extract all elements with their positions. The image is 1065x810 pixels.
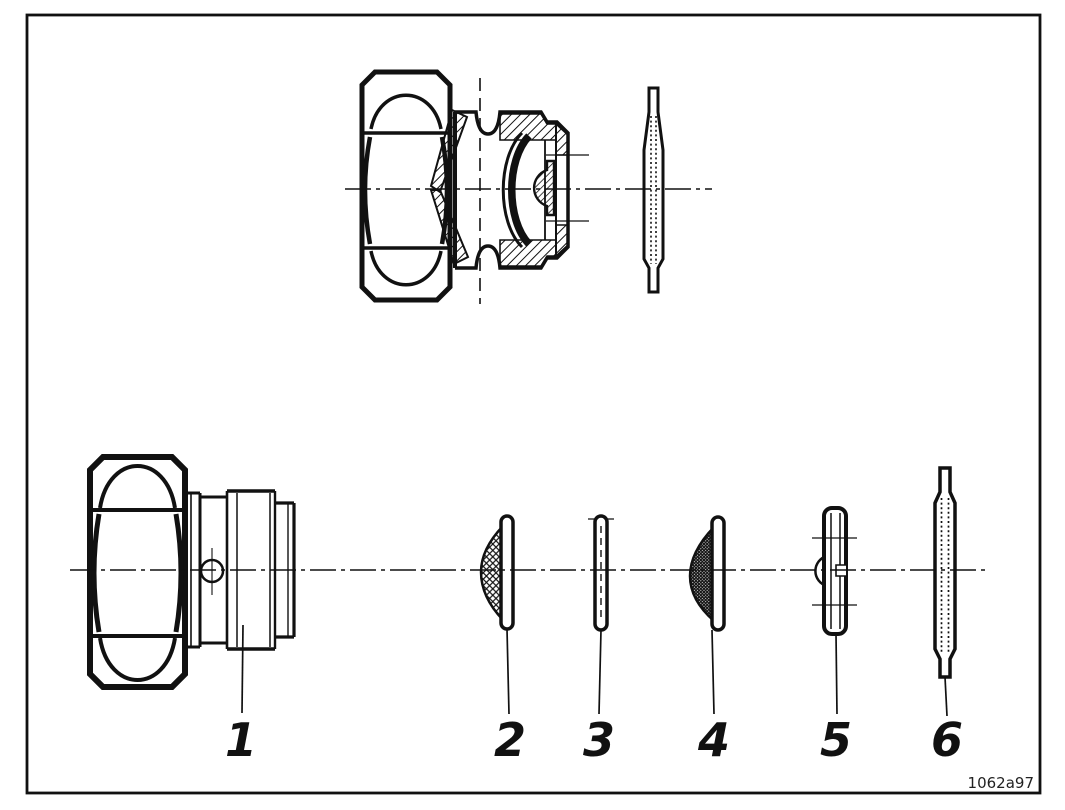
body-outline: [455, 110, 570, 270]
leader-line-3: [598, 629, 602, 715]
leader-line-6: [944, 676, 948, 717]
screen-rim: [710, 515, 726, 632]
screen-dome: [688, 523, 716, 624]
leader-line-5: [835, 633, 838, 715]
part-label-3: 3: [583, 713, 615, 767]
hex-outline: [87, 454, 188, 690]
filter-screen-section: [508, 133, 532, 247]
screen-rim: [499, 514, 515, 631]
valve-body-section: [455, 110, 589, 270]
part-5-valve-insert: [812, 506, 857, 636]
part-label-1: 1: [225, 713, 257, 767]
hex-nut-outline: [359, 69, 453, 303]
hex-face-arc: [98, 637, 177, 682]
seal-washer-assembled: [642, 86, 665, 294]
leader-line-1: [241, 624, 244, 714]
poppet-dome-section: [532, 159, 556, 217]
screen-outer-arc: [501, 131, 524, 249]
leader-line-2: [506, 628, 510, 715]
part-6-seal-washer: [933, 466, 957, 679]
hex-face-arc: [173, 513, 184, 633]
washer-outline: [642, 86, 665, 294]
part-label-5: 5: [820, 713, 852, 767]
part-label-6: 6: [931, 713, 963, 767]
exploded-view: 1 2 3 4 5 6: [70, 454, 985, 767]
hex-face-arc: [369, 93, 443, 130]
hex-face-arc: [369, 250, 443, 287]
part-label-4: 4: [697, 713, 730, 767]
leader-line-4: [711, 629, 715, 715]
hex-face-arc: [362, 136, 373, 245]
assembled-view: [345, 69, 712, 304]
hex-face-arc: [91, 513, 102, 633]
frame-border: [25, 13, 1042, 795]
cone-lower-wall: [429, 189, 470, 266]
part-4-filter-screen-fine: [688, 515, 726, 632]
screen-dome: [479, 522, 505, 624]
hex-face-arc: [98, 464, 177, 509]
washer-outline: [933, 466, 957, 679]
union-cone-section: [429, 108, 470, 266]
reference-code: 1062a97: [968, 774, 1034, 792]
part-1-union-body: [87, 454, 296, 690]
part-label-2: 2: [494, 713, 526, 767]
